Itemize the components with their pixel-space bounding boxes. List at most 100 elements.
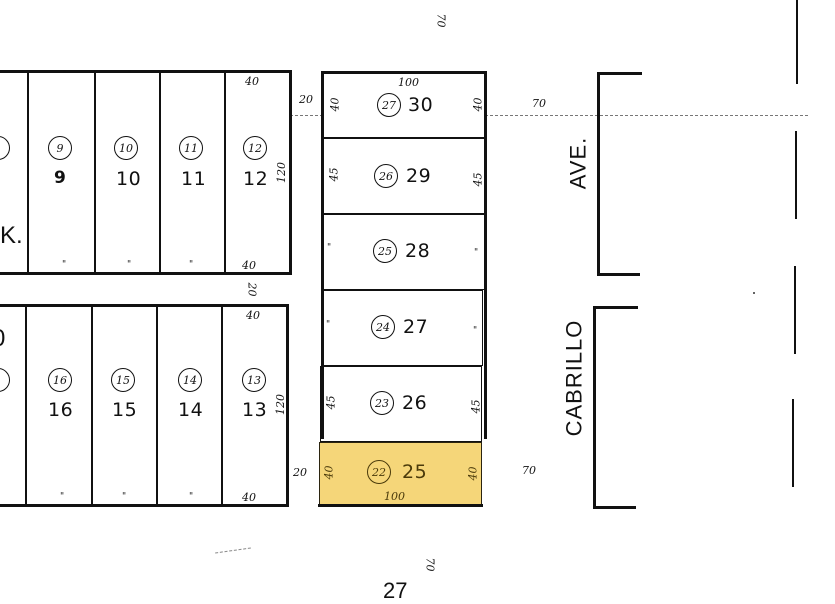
lot-number: 30 [408, 94, 434, 116]
stray-dot [753, 292, 755, 294]
street-edge-far [796, 0, 798, 84]
street-edge-far [794, 266, 796, 354]
dim-street-width-bottom: 70 [423, 557, 437, 572]
dim-lot-side: 40 [322, 465, 336, 480]
parcel-lot-13[interactable] [222, 305, 288, 505]
street-edge [597, 72, 642, 75]
dim-frontage-bottom: 40 [242, 491, 256, 504]
dim-street-width-right-lower: 70 [522, 464, 536, 477]
ditto-mark: " [474, 248, 479, 258]
right-block-bottom-edge [318, 504, 483, 507]
ditto-mark: " [189, 260, 194, 270]
dim-street-width-right-upper: 70 [532, 97, 546, 110]
parcel-number-circle: 10 [114, 136, 138, 160]
lot-number: 28 [405, 240, 431, 262]
ditto-mark: " [326, 320, 331, 330]
parcel-number-circle: 12 [243, 136, 267, 160]
parcel-number-circle: 24 [371, 315, 395, 339]
parcel-number-circle: 15 [111, 368, 135, 392]
parcel-lot-16[interactable] [26, 305, 92, 505]
ditto-mark: " [189, 492, 194, 502]
parcel-lot-8-partial[interactable] [0, 71, 28, 273]
dim-lot-side: 45 [327, 167, 341, 182]
street-edge [593, 306, 638, 309]
parcel-lot-26[interactable] [320, 366, 482, 442]
dim-lot-side: 45 [471, 172, 485, 187]
dim-alley-upper: 20 [299, 93, 313, 106]
dim-lot-side: 45 [469, 399, 483, 414]
parcel-lot-14[interactable] [157, 305, 222, 505]
dim-lot-side: 40 [471, 97, 485, 112]
ditto-mark: " [122, 492, 127, 502]
ditto-mark: " [62, 70, 67, 80]
parcel-number-circle: 23 [370, 391, 394, 415]
dim-lot-side: 45 [324, 395, 338, 410]
parcel-map: 70 K. 9 9 10 10 11 11 12 12 " " " " " " … [0, 0, 808, 603]
dim-lot-side: 40 [466, 466, 480, 481]
lot-number-highlighted: 25 [402, 461, 428, 483]
parcel-lot-25-highlighted[interactable] [319, 442, 482, 506]
lot-number: 9 [54, 168, 67, 188]
parcel-lot-9[interactable] [28, 71, 95, 273]
parcel-number-circle: 16 [48, 368, 72, 392]
parcel-number-circle: 14 [178, 368, 202, 392]
parcel-number-circle: 13 [242, 368, 266, 392]
parcel-number-circle: 26 [374, 164, 398, 188]
block-label-partial-digit: 0 [0, 325, 5, 353]
dim-lot-depth: 120 [274, 394, 287, 415]
parcel-number-circle: 27 [377, 93, 401, 117]
parcel-lot-27[interactable] [321, 290, 483, 366]
dim-frontage-bottom: 40 [242, 259, 256, 272]
stray-dash-mark [215, 547, 251, 554]
lot-number: 13 [242, 399, 268, 421]
bottom-partial-label: 27 [383, 578, 408, 603]
lot-number: 27 [403, 316, 429, 338]
street-edge-far [792, 399, 794, 487]
ditto-mark: " [127, 70, 132, 80]
dim-lot-side: 40 [328, 97, 342, 112]
lot-number: 12 [243, 168, 269, 190]
street-edge [597, 273, 640, 276]
ditto-mark: " [62, 260, 67, 270]
lot-number: 16 [48, 399, 74, 421]
parcel-number-circle: 11 [179, 136, 203, 160]
parcel-lot-29[interactable] [323, 138, 486, 214]
dim-frontage-top: 40 [246, 309, 260, 322]
lot-number: 26 [402, 392, 428, 414]
parcel-lot-15[interactable] [92, 305, 157, 505]
lot-number: 29 [406, 165, 432, 187]
parcel-lot-11[interactable] [160, 71, 225, 273]
ditto-mark: " [192, 304, 197, 314]
street-edge [593, 306, 596, 509]
ditto-mark: " [194, 70, 199, 80]
parcel-lot-28[interactable] [322, 214, 485, 290]
ditto-mark: " [127, 260, 132, 270]
dim-top-street-width: 70 [434, 13, 448, 28]
lot-number: 10 [116, 168, 142, 190]
parcel-number-circle-highlighted: 22 [367, 460, 391, 484]
ditto-mark: " [327, 243, 332, 253]
dim-block-width-bottom: 100 [384, 490, 405, 503]
street-edge-far [795, 131, 797, 219]
parcel-lot-30[interactable] [323, 73, 486, 138]
parcel-number-circle: 25 [373, 239, 397, 263]
ditto-mark: " [60, 492, 65, 502]
street-name: CABRILLO [561, 319, 587, 437]
ditto-mark: " [126, 304, 131, 314]
lot-number: 15 [112, 399, 138, 421]
dim-alley-lower: 20 [293, 466, 307, 479]
dim-frontage-top: 40 [245, 75, 259, 88]
dim-lot-depth: 120 [275, 162, 288, 183]
lot-number: 11 [181, 168, 207, 190]
block-label-partial: K. [0, 222, 23, 249]
parcel-lot-12[interactable] [225, 71, 291, 273]
ditto-mark: " [62, 304, 67, 314]
street-edge [593, 506, 636, 509]
lot-number: 14 [178, 399, 204, 421]
parcel-number-circle: 9 [48, 136, 72, 160]
dim-alley-middle: 20 [245, 282, 259, 297]
street-edge [597, 72, 600, 276]
ditto-mark: " [473, 326, 478, 336]
dim-block-width-top: 100 [398, 76, 419, 89]
street-name-suffix: AVE. [565, 136, 591, 190]
